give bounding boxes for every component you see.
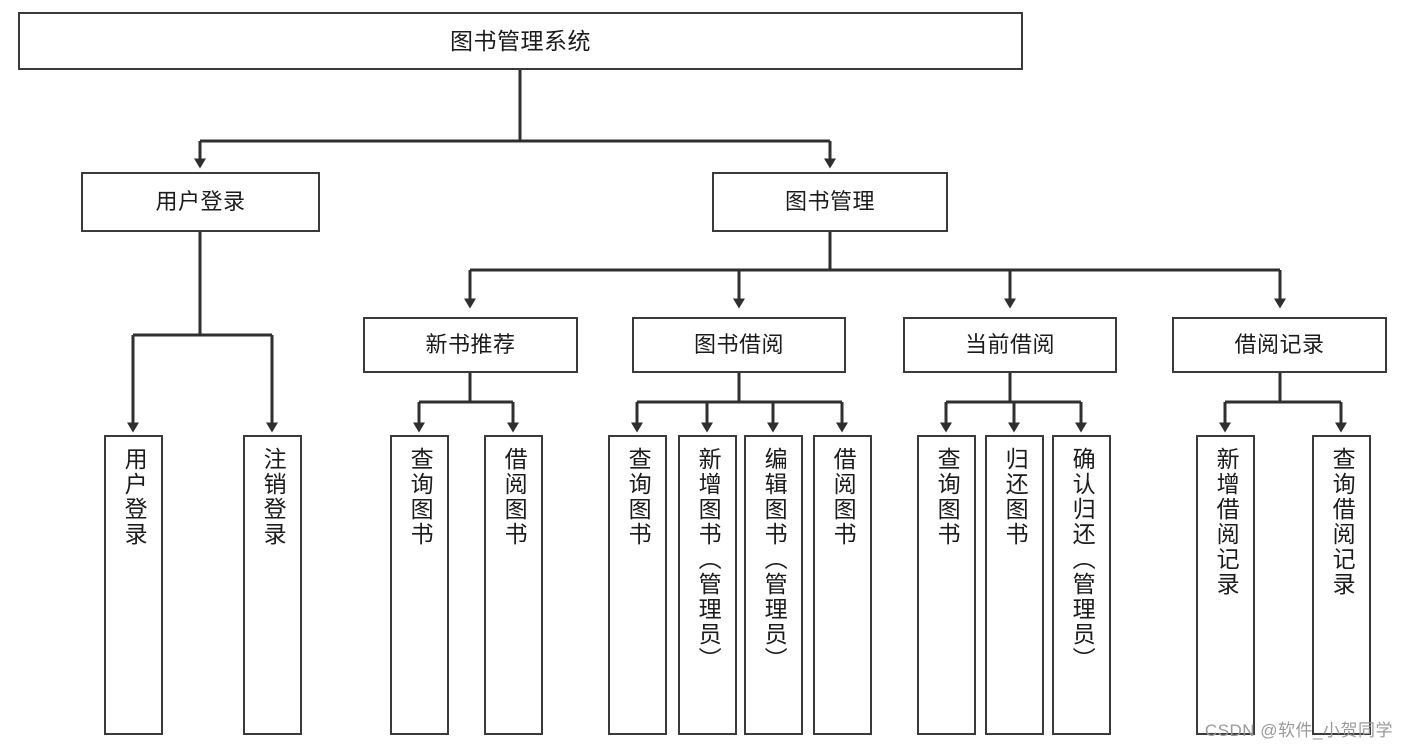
node-leaf-borrow-book-2-label: 借阅图书 [830,447,857,547]
node-leaf-logout-label: 注销登录 [260,447,287,547]
node-leaf-add-record-label: 新增借阅记录 [1213,447,1240,597]
node-leaf-confirm-return[interactable]: 确认归还（管理员） [1052,435,1111,735]
node-leaf-query-book-2-label: 查询图书 [625,447,652,547]
node-leaf-query-book-1[interactable]: 查询图书 [390,435,449,735]
node-leaf-logout[interactable]: 注销登录 [243,435,302,735]
node-leaf-query-book-2[interactable]: 查询图书 [608,435,667,735]
node-root[interactable]: 图书管理系统 [18,12,1023,70]
node-leaf-return-book-label: 归还图书 [1002,447,1029,547]
node-leaf-user-login-label: 用户登录 [121,447,148,547]
node-user-login[interactable]: 用户登录 [81,172,320,232]
node-borrow-record-label: 借阅记录 [1234,332,1325,358]
node-current-borrow-label: 当前借阅 [964,332,1055,358]
node-root-label: 图书管理系统 [450,27,591,54]
node-user-login-label: 用户登录 [155,189,246,215]
node-leaf-query-record[interactable]: 查询借阅记录 [1312,435,1371,735]
node-leaf-borrow-book-1[interactable]: 借阅图书 [484,435,543,735]
node-leaf-query-book-3[interactable]: 查询图书 [917,435,976,735]
node-leaf-edit-book[interactable]: 编辑图书（管理员） [744,435,803,735]
node-current-borrow[interactable]: 当前借阅 [903,317,1117,373]
node-leaf-confirm-return-label: 确认归还（管理员） [1069,447,1096,672]
node-leaf-query-book-1-label: 查询图书 [407,447,434,547]
node-leaf-add-record[interactable]: 新增借阅记录 [1196,435,1255,735]
node-book-management-label: 图书管理 [784,189,875,215]
node-leaf-edit-book-label: 编辑图书（管理员） [761,447,788,672]
node-book-management[interactable]: 图书管理 [712,172,948,232]
node-leaf-add-book[interactable]: 新增图书（管理员） [678,435,737,735]
node-book-borrow-label: 图书借阅 [693,332,784,358]
node-leaf-borrow-book-2[interactable]: 借阅图书 [813,435,872,735]
watermark: CSDN @软件_小贺同学 [1204,721,1393,740]
node-new-book-recommend-label: 新书推荐 [425,332,516,358]
node-leaf-return-book[interactable]: 归还图书 [985,435,1044,735]
node-new-book-recommend[interactable]: 新书推荐 [363,317,578,373]
node-leaf-add-book-label: 新增图书（管理员） [695,447,722,672]
node-leaf-borrow-book-1-label: 借阅图书 [501,447,528,547]
node-book-borrow[interactable]: 图书借阅 [632,317,846,373]
node-leaf-query-record-label: 查询借阅记录 [1329,447,1356,597]
node-borrow-record[interactable]: 借阅记录 [1172,317,1387,373]
node-leaf-user-login[interactable]: 用户登录 [104,435,163,735]
node-leaf-query-book-3-label: 查询图书 [934,447,961,547]
